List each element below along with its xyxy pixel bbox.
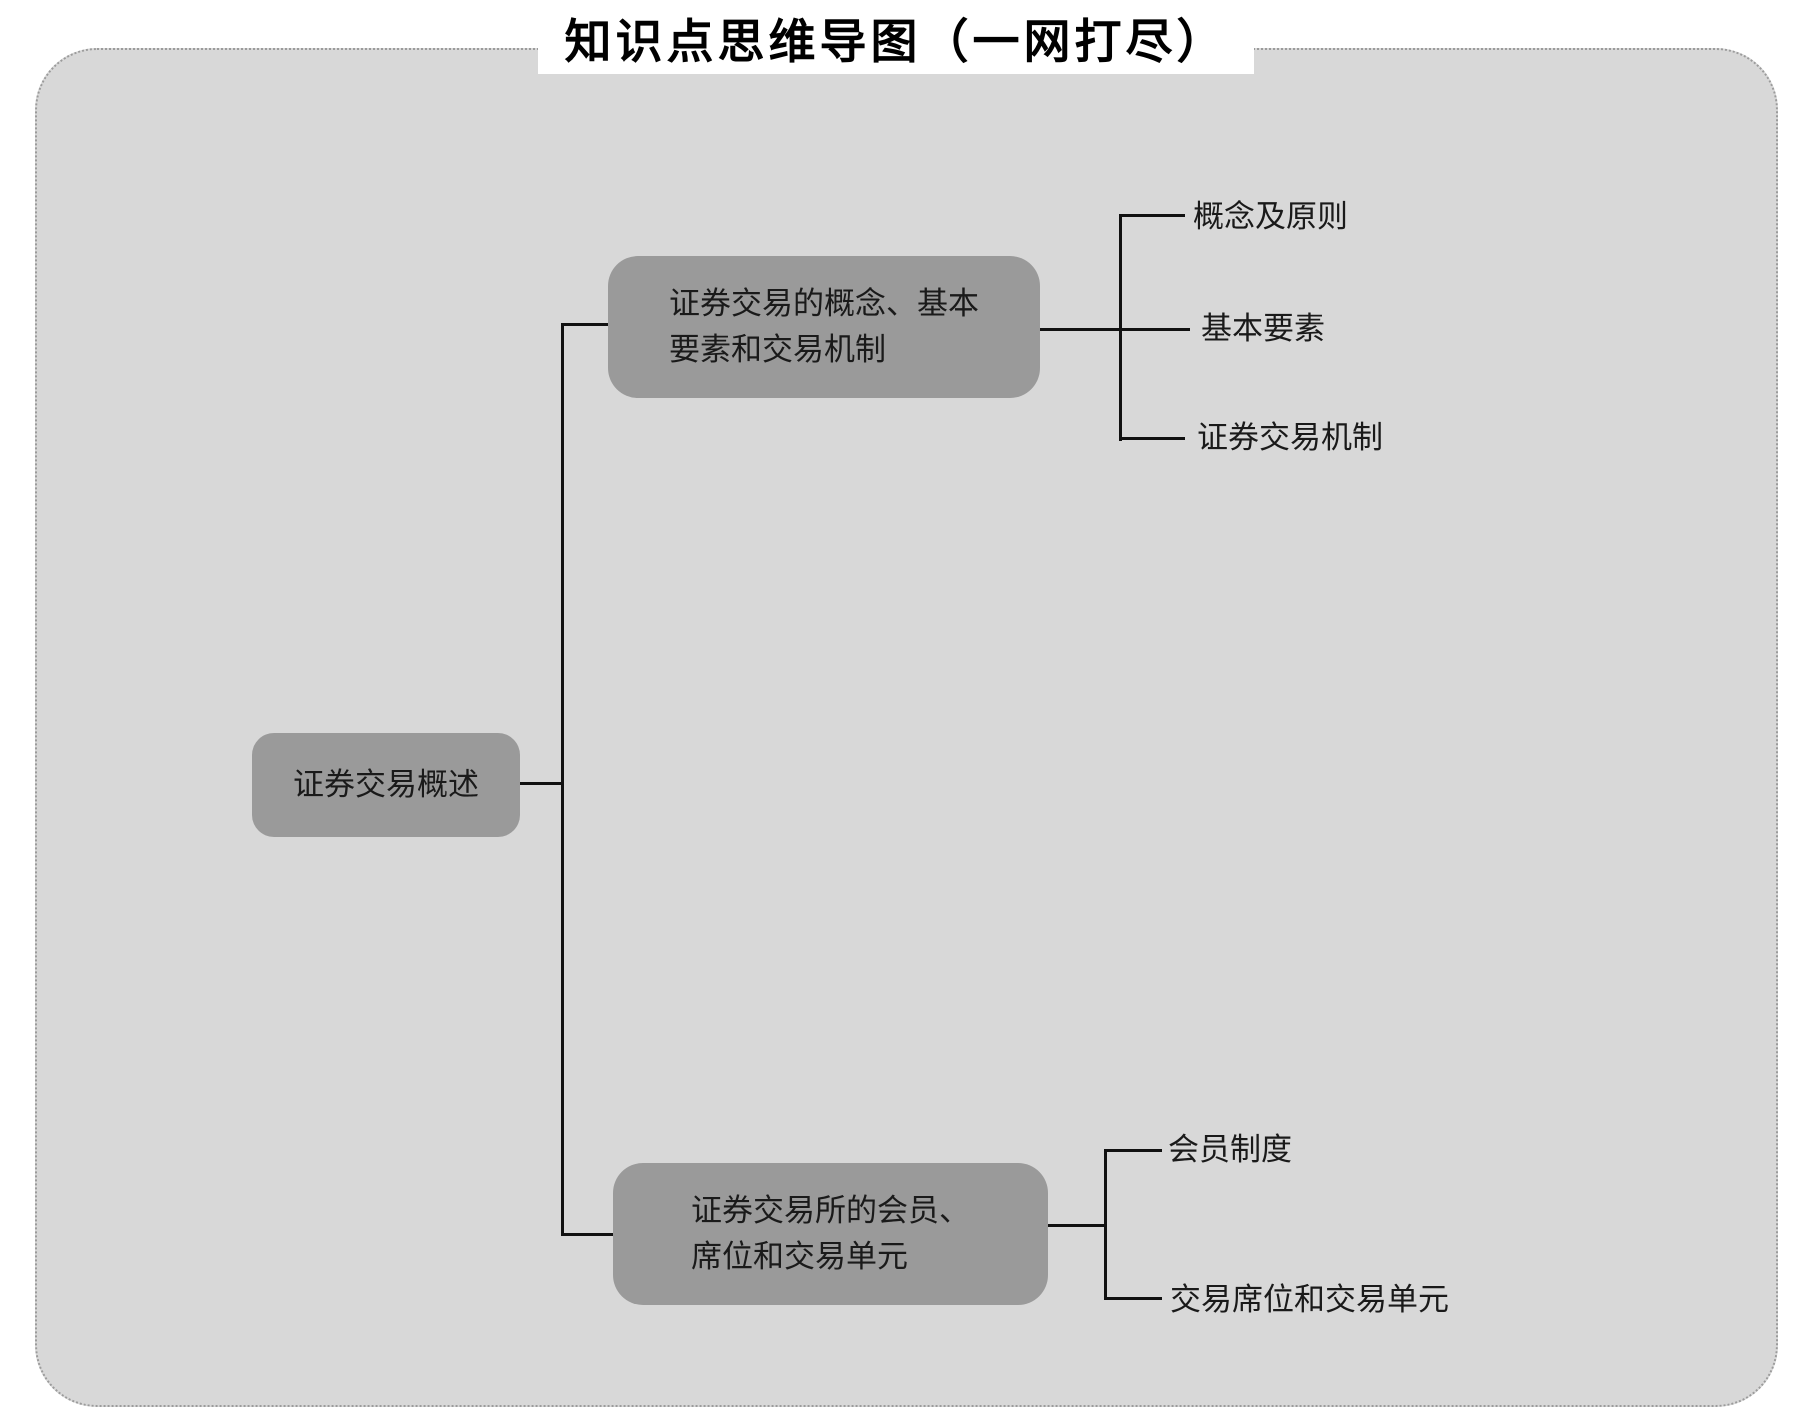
leaf-seats-trading-units: 交易席位和交易单元 bbox=[1170, 1282, 1449, 1317]
leaf-basic-elements: 基本要素 bbox=[1201, 311, 1325, 346]
node-branch-members: 证券交易所的会员、 席位和交易单元 bbox=[613, 1163, 1048, 1305]
connector-leaf4-stub bbox=[1104, 1149, 1162, 1152]
leaf-concepts-principles: 概念及原则 bbox=[1193, 199, 1348, 234]
title-banner: 知识点思维导图（一网打尽） bbox=[538, 0, 1254, 74]
leaf-membership-system: 会员制度 bbox=[1168, 1132, 1292, 1167]
connector-trunk-vertical bbox=[561, 323, 564, 1236]
node-root-label: 证券交易概述 bbox=[293, 767, 479, 802]
page-title: 知识点思维导图（一网打尽） bbox=[564, 14, 1228, 68]
connector-branch2-bracket bbox=[1104, 1149, 1107, 1300]
node-branch-concepts-label: 证券交易的概念、基本 要素和交易机制 bbox=[669, 286, 979, 367]
node-root: 证券交易概述 bbox=[252, 733, 520, 837]
node-branch-concepts: 证券交易的概念、基本 要素和交易机制 bbox=[608, 256, 1040, 398]
connector-leaf5-stub bbox=[1104, 1297, 1162, 1300]
connector-branch1-horizontal bbox=[561, 323, 608, 326]
connector-branch2-horizontal bbox=[561, 1233, 615, 1236]
connector-branch1-bracket bbox=[1119, 214, 1122, 441]
connector-root-horizontal bbox=[518, 782, 564, 785]
leaf-trading-mechanism: 证券交易机制 bbox=[1197, 420, 1383, 455]
node-branch-members-label: 证券交易所的会员、 席位和交易单元 bbox=[691, 1193, 970, 1274]
connector-branch1-right bbox=[1040, 328, 1190, 331]
connector-leaf3-stub bbox=[1119, 437, 1185, 440]
connector-branch2-right bbox=[1048, 1224, 1107, 1227]
connector-leaf1-stub bbox=[1119, 214, 1185, 217]
